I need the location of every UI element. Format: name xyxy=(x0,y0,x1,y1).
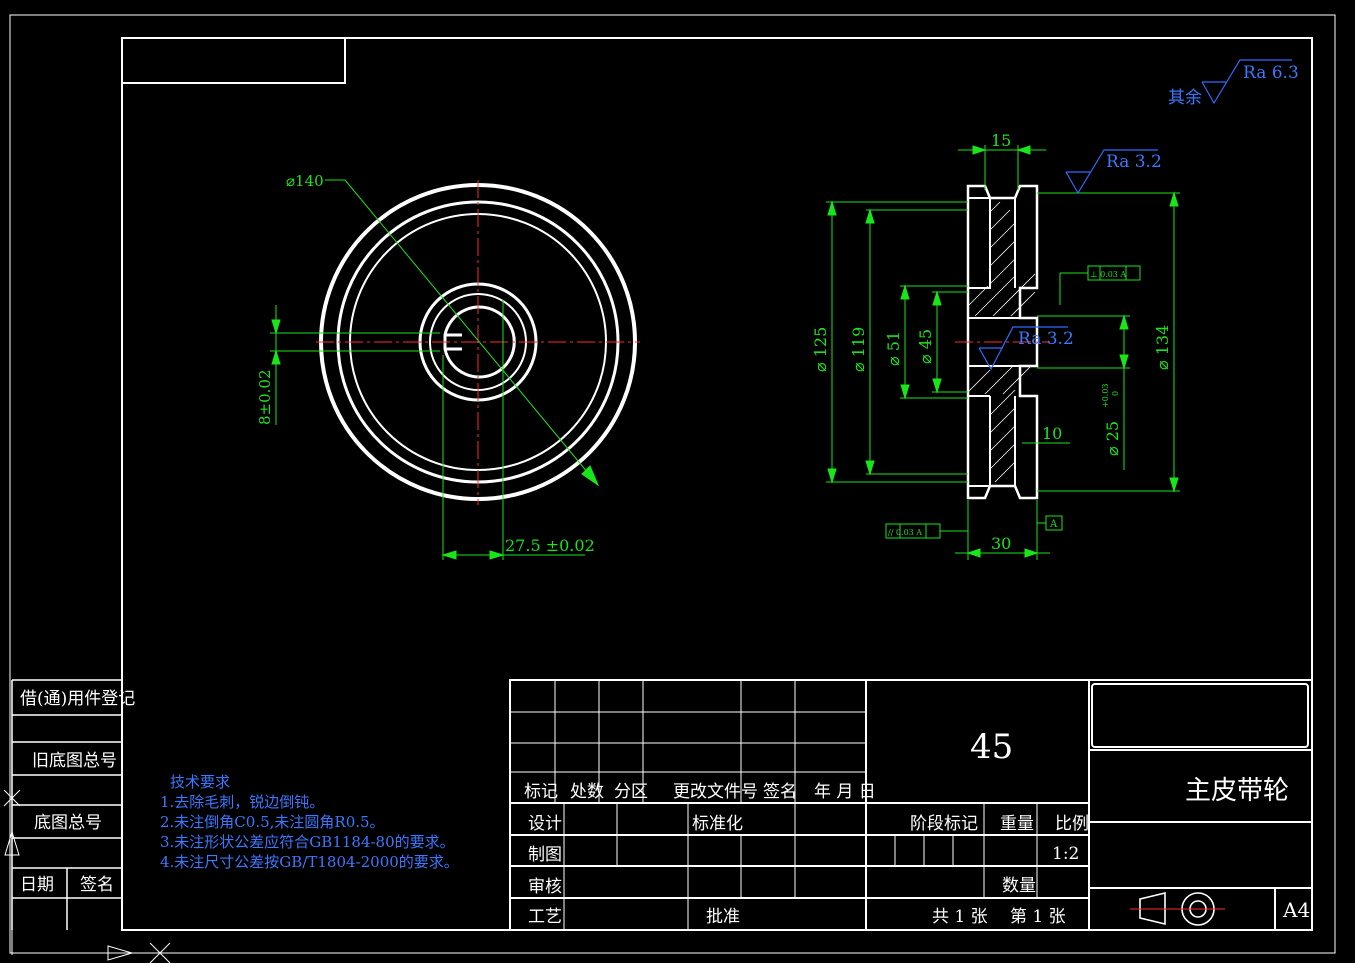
perp-tolerance: ⊥ 0.03 A xyxy=(1090,270,1126,279)
section-view xyxy=(955,184,1050,500)
dim-dia-134: ⌀ 134 xyxy=(1153,325,1172,370)
parallel-tolerance: // 0.03 A xyxy=(888,528,922,537)
sheet-number: 第 1 张 xyxy=(1010,907,1066,927)
side-sign: 签名 xyxy=(80,875,114,895)
tech-item-4: 4.未注尺寸公差按GB/T1804-2000的要求。 xyxy=(160,853,459,871)
side-row-3: 底图总号 xyxy=(34,813,102,833)
label-scale: 比例 xyxy=(1055,814,1089,834)
scale-value: 1:2 xyxy=(1052,844,1079,864)
section-dimensions xyxy=(826,145,1180,560)
header-change-doc: 更改文件号 xyxy=(673,782,758,802)
tech-item-3: 3.未注形状公差应符合GB1184-80的要求。 xyxy=(160,833,455,851)
material-value: 45 xyxy=(970,727,1013,767)
roughness-face-value: Ra 3.2 xyxy=(1106,152,1162,172)
label-drawing: 制图 xyxy=(528,845,562,865)
dim-dia-51: ⌀ 51 xyxy=(884,331,903,366)
title-block xyxy=(509,679,1313,931)
label-process: 工艺 xyxy=(528,907,562,927)
label-design: 设计 xyxy=(528,814,562,834)
dim-keyway-depth: 27.5 ±0.02 xyxy=(505,536,595,555)
tech-title: 技术要求 xyxy=(170,773,231,791)
revision-grid xyxy=(510,680,1038,930)
label-quantity: 数量 xyxy=(1002,876,1036,896)
label-weight: 重量 xyxy=(1000,814,1034,834)
sheet-size: A4 xyxy=(1282,898,1310,922)
header-sign: 签名 xyxy=(763,782,797,802)
dim-bore-dia: ⌀ 25 xyxy=(1103,421,1122,456)
outer-frame xyxy=(9,14,1336,954)
label-standardization: 标准化 xyxy=(692,814,743,834)
roughness-symbols xyxy=(978,59,1292,371)
header-date: 年 月 日 xyxy=(814,782,876,802)
dim-bore-tol-lower: 0 xyxy=(1111,391,1120,396)
side-date: 日期 xyxy=(20,875,54,895)
dim-hub-width: 30 xyxy=(991,534,1011,553)
label-approve: 批准 xyxy=(706,907,740,927)
side-row-1: 借(通)用件登记 xyxy=(20,689,135,709)
part-name: 主皮带轮 xyxy=(1185,776,1289,806)
dim-keyway-width: 8±0.02 xyxy=(256,369,274,425)
tech-requirements: 技术要求 1.去除毛刺，锐边倒钝。 2.未注倒角C0.5,未注圆角R0.5。 3… xyxy=(160,772,459,872)
tech-item-2: 2.未注倒角C0.5,未注圆角R0.5。 xyxy=(160,813,385,831)
dim-dia-125: ⌀ 125 xyxy=(811,327,830,372)
total-sheets: 共 1 张 xyxy=(932,907,988,927)
header-mark: 标记 xyxy=(524,782,558,802)
header-zone: 分区 xyxy=(614,782,648,802)
roughness-general-value: Ra 6.3 xyxy=(1243,63,1299,83)
label-stage-mark: 阶段标记 xyxy=(910,814,978,834)
front-view xyxy=(316,180,640,505)
roughness-bore-value: Ra 3.2 xyxy=(1018,329,1074,349)
tech-item-1: 1.去除毛刺，锐边倒钝。 xyxy=(160,793,325,811)
roughness-general-prefix: 其余 xyxy=(1168,88,1202,108)
datum-label: A xyxy=(1049,519,1058,530)
side-table xyxy=(11,679,122,930)
front-dimensions xyxy=(270,179,600,560)
dim-bore-tol-upper: +0.03 xyxy=(1101,383,1110,408)
dim-dia-119: ⌀ 119 xyxy=(849,327,868,372)
dim-dia-45: ⌀ 45 xyxy=(916,329,935,364)
dim-section-top: 15 xyxy=(991,131,1011,150)
dim-front-outer: ⌀140 xyxy=(286,172,324,190)
code-box xyxy=(121,37,346,84)
label-review: 审核 xyxy=(528,877,562,897)
side-row-2: 旧底图总号 xyxy=(32,751,117,771)
header-count: 处数 xyxy=(570,782,604,802)
dim-web-width: 10 xyxy=(1042,424,1062,443)
